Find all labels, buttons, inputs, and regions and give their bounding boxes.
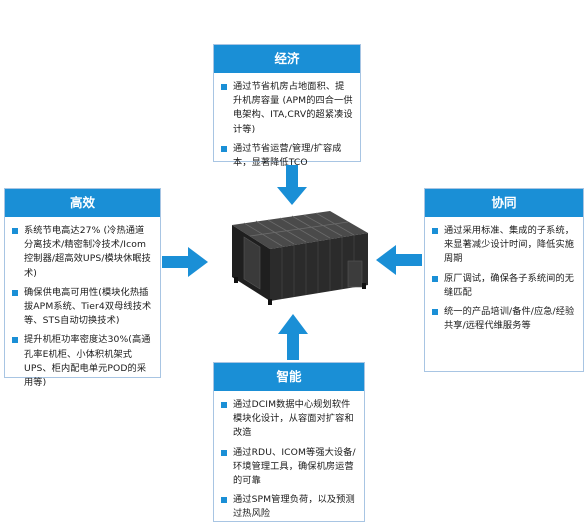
card-efficiency-title: 高效 xyxy=(5,189,160,217)
list-item: 通过节省运营/管理/扩容成本，显著降低TCO xyxy=(221,142,353,170)
bullet-icon xyxy=(12,337,18,344)
bullet-icon xyxy=(12,228,18,234)
card-economy: 经济 通过节省机房占地面积、提升机房容量 (APM的四合一供电架构、ITA,CR… xyxy=(213,44,361,168)
card-intelligence-list: 通过DCIM数据中心规划软件模块化设计，从容面对扩容和改造 通过RDU、ICOM… xyxy=(214,391,364,531)
list-item: 通过采用标准、集成的子系统，来显著减少设计时间，降低实施周期 xyxy=(432,224,576,267)
card-synergy: 协同 通过采用标准、集成的子系统，来显著减少设计时间，降低实施周期 原厂调试，确… xyxy=(424,188,584,372)
card-synergy-list: 通过采用标准、集成的子系统，来显著减少设计时间，降低实施周期 原厂调试，确保各子… xyxy=(425,217,583,342)
card-efficiency-list: 系统节电高达27% (冷热通道分离技术/精密制冷技术/Icom控制器/超高效UP… xyxy=(5,217,160,399)
modular-datacenter-image xyxy=(232,211,368,305)
bullet-icon xyxy=(432,309,438,316)
card-economy-title: 经济 xyxy=(214,45,360,73)
arrow-left-icon xyxy=(376,245,422,275)
list-item: 通过DCIM数据中心规划软件模块化设计，从容面对扩容和改造 xyxy=(221,398,357,441)
bullet-icon xyxy=(221,449,227,456)
bullet-icon xyxy=(221,84,227,90)
arrow-up-icon xyxy=(278,314,308,360)
bullet-icon xyxy=(12,289,18,296)
list-item: 原厂调试，确保各子系统间的无缝匹配 xyxy=(432,272,576,300)
arrow-right-icon xyxy=(162,247,208,277)
list-item: 统一的产品培训/备件/应急/经验共享/远程代维服务等 xyxy=(432,305,576,333)
card-intelligence-title: 智能 xyxy=(214,363,364,391)
arrow-down-icon xyxy=(277,165,307,205)
list-item: 确保供电高可用性(模块化热插拔APM系统、Tier4双母线技术等、STS自动切换… xyxy=(12,286,153,329)
card-efficiency: 高效 系统节电高达27% (冷热通道分离技术/精密制冷技术/Icom控制器/超高… xyxy=(4,188,161,388)
bullet-icon xyxy=(221,145,227,152)
list-item: 提升机柜功率密度达30%(高通孔率E机柜、小体积机架式UPS、柜内配电单元POD… xyxy=(12,333,153,390)
list-item: 通过节省机房占地面积、提升机房容量 (APM的四合一供电架构、ITA,CRV的超… xyxy=(221,80,353,137)
card-economy-list: 通过节省机房占地面积、提升机房容量 (APM的四合一供电架构、ITA,CRV的超… xyxy=(214,73,360,179)
bullet-icon xyxy=(221,402,227,408)
list-item: 系统节电高达27% (冷热通道分离技术/精密制冷技术/Icom控制器/超高效UP… xyxy=(12,224,153,281)
bullet-icon xyxy=(432,275,438,282)
bullet-icon xyxy=(432,228,438,234)
card-intelligence: 智能 通过DCIM数据中心规划软件模块化设计，从容面对扩容和改造 通过RDU、I… xyxy=(213,362,365,522)
list-item: 通过RDU、ICOM等强大设备/环境管理工具，确保机房运营的可靠 xyxy=(221,446,357,489)
list-item: 通过SPM管理负荷，以及预测过热风险 xyxy=(221,493,357,521)
card-synergy-title: 协同 xyxy=(425,189,583,217)
bullet-icon xyxy=(221,497,227,504)
